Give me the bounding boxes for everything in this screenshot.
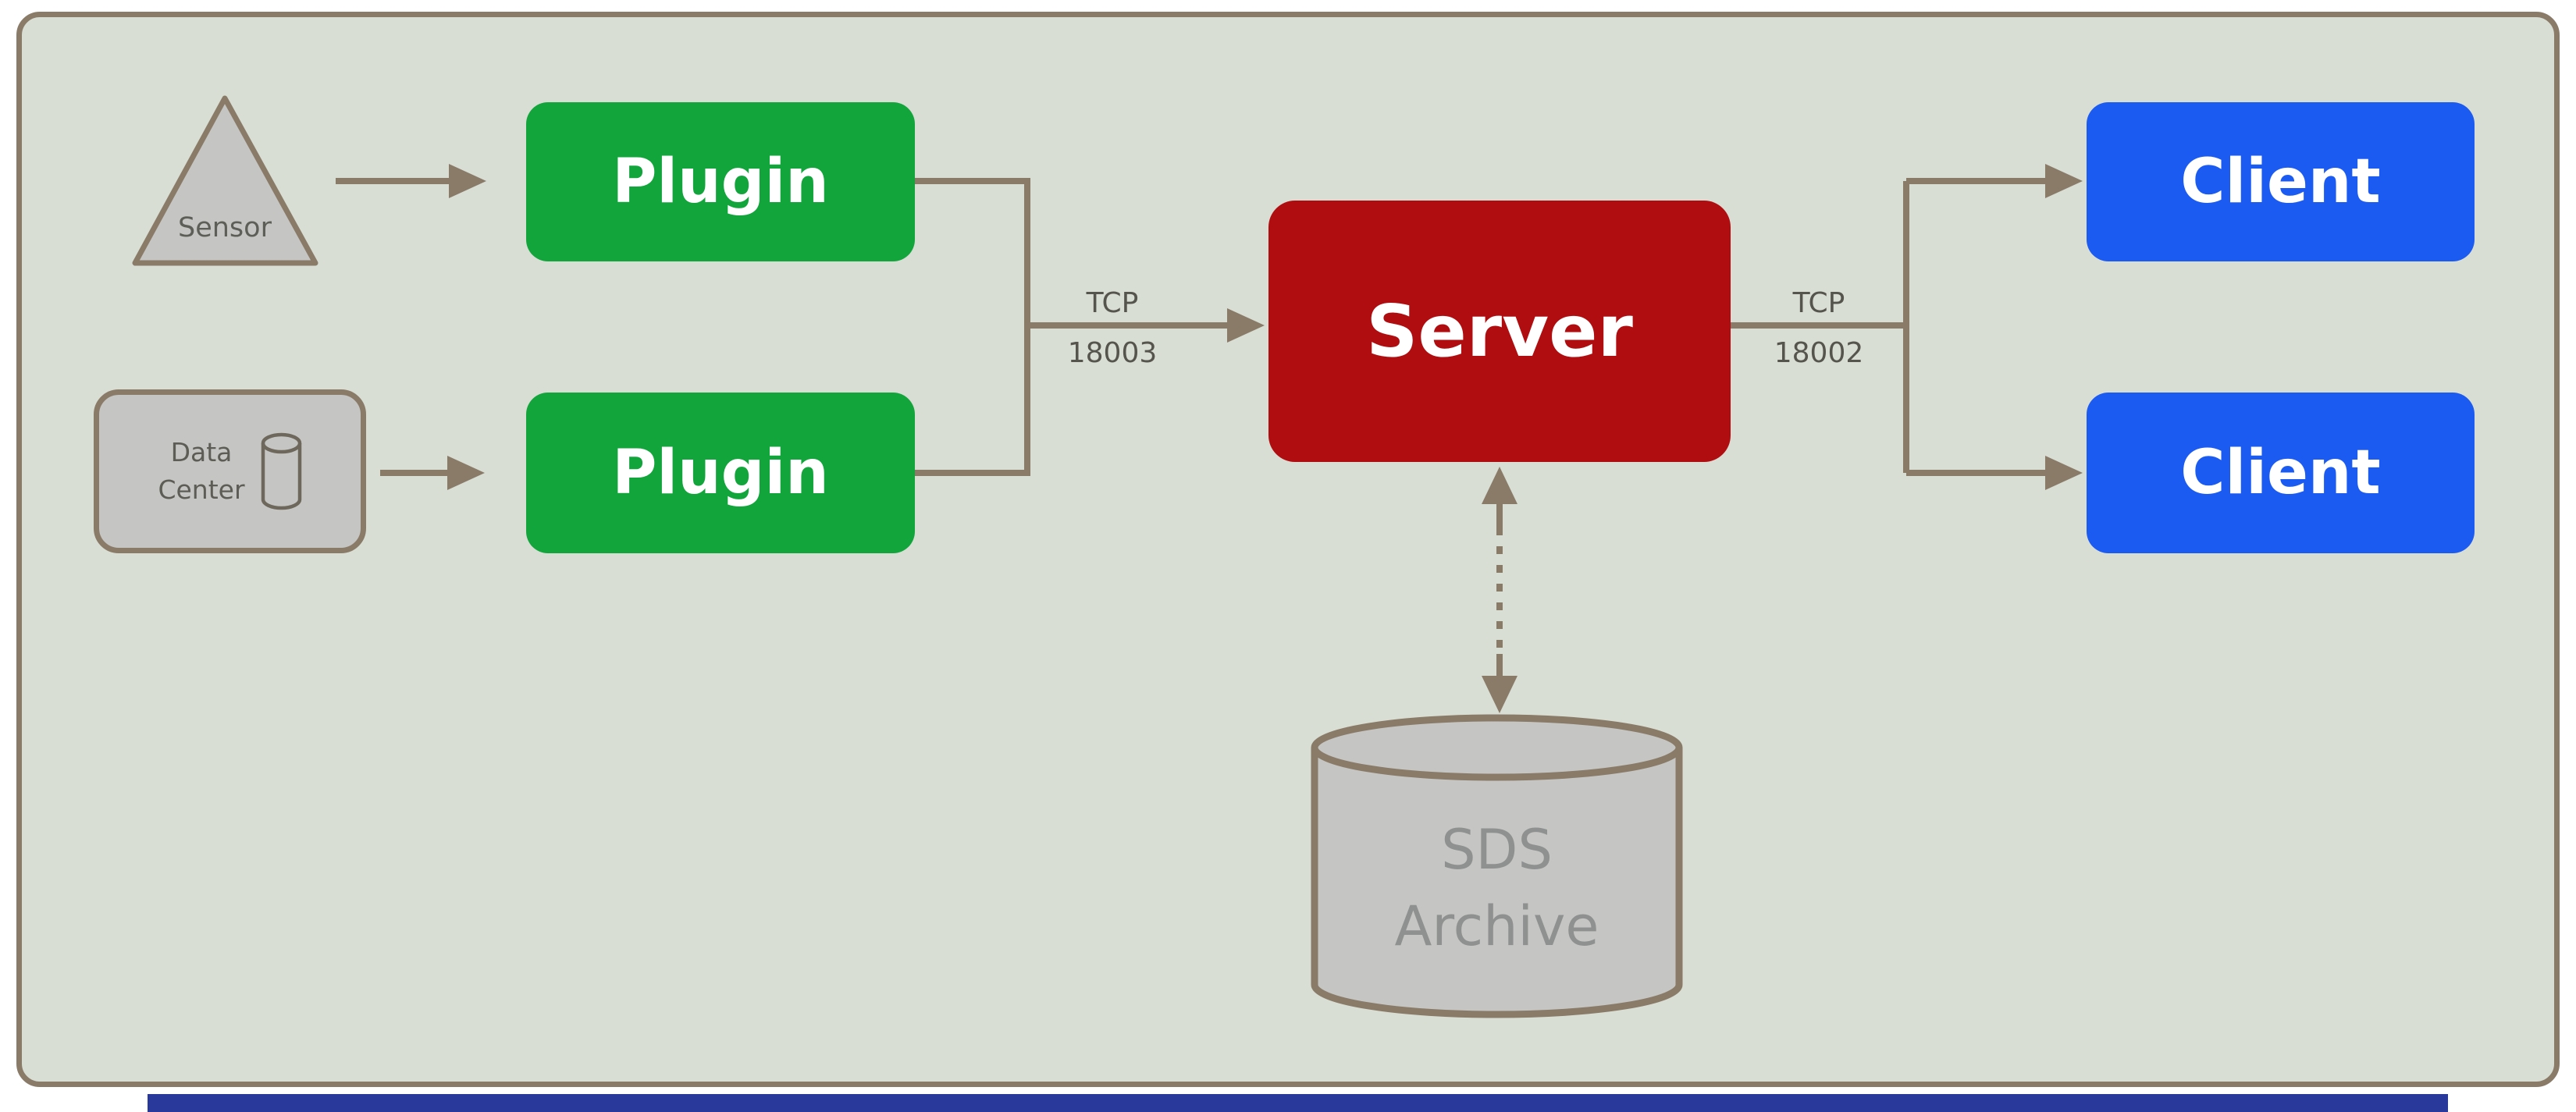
data-center-label-line2: Center — [158, 474, 245, 505]
client-top-label: Client — [2180, 147, 2381, 217]
plugin-bottom-label: Plugin — [612, 438, 829, 508]
sds-archive-label-line2: Archive — [1394, 894, 1599, 958]
cylinder-top — [1311, 714, 1683, 781]
data-center-content: Data Center — [158, 432, 301, 510]
node-plugin-top: Plugin — [526, 102, 915, 261]
client-bottom-label: Client — [2180, 438, 2381, 508]
node-client-bottom: Client — [2087, 393, 2475, 553]
edge-label-port-right: 18002 — [1774, 337, 1864, 369]
node-client-top: Client — [2087, 102, 2475, 261]
sds-archive-cylinder-shape — [1311, 714, 1683, 1018]
plugin-top-label: Plugin — [612, 147, 829, 217]
server-label: Server — [1366, 290, 1633, 373]
arrowhead-icon — [447, 456, 485, 490]
connector-sensor-to-plugin — [336, 164, 486, 198]
edge-label-protocol-right: TCP — [1792, 287, 1845, 319]
arrowhead-icon — [449, 164, 486, 198]
connector-line — [915, 178, 1030, 476]
cylinder-body — [1311, 748, 1683, 1018]
arrowhead-icon — [1227, 308, 1265, 343]
connector-server-to-archive — [1482, 467, 1517, 713]
node-plugin-bottom: Plugin — [526, 393, 915, 553]
sensor-node-label: Sensor — [178, 212, 272, 243]
data-center-label-line1: Data — [170, 437, 233, 468]
edge-label-protocol-left: TCP — [1086, 287, 1139, 319]
node-server: Server — [1268, 201, 1731, 462]
sensor-triangle-shape — [132, 95, 318, 266]
sds-archive-label: SDS Archive — [1315, 812, 1679, 965]
arrowhead-icon — [2045, 164, 2083, 198]
database-icon — [261, 432, 301, 510]
arrowhead-icon — [2045, 456, 2083, 490]
arrowhead-down-icon — [1482, 676, 1517, 713]
connector-plugins-junction — [915, 178, 1265, 476]
connector-line — [1731, 178, 2047, 476]
edge-label-port-left: 18003 — [1067, 337, 1158, 369]
sds-archive-label-line1: SDS — [1441, 818, 1553, 882]
connector-server-to-clients — [1731, 164, 2083, 490]
node-data-center: Data Center — [94, 389, 366, 553]
arrowhead-up-icon — [1482, 467, 1517, 504]
connector-datacenter-to-plugin — [380, 456, 485, 490]
data-center-label: Data Center — [158, 434, 244, 509]
window-bottom-bar — [148, 1094, 2448, 1112]
